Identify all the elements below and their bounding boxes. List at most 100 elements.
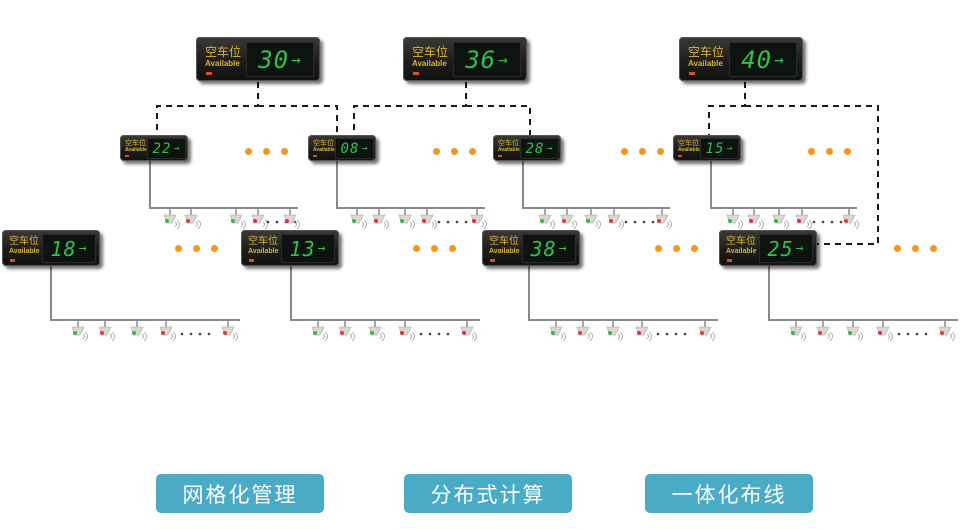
signal-wave-icon: [379, 331, 385, 342]
sensor-status-led: [848, 331, 852, 335]
sensor-status-led: [370, 331, 374, 335]
signal-wave-icon: [560, 331, 566, 342]
brand-mark: [498, 155, 502, 157]
sensor-ellipsis-dot: [633, 220, 637, 224]
signal-wave-icon: [174, 219, 180, 230]
dashed-link: [745, 105, 879, 245]
dashed-link: [156, 82, 259, 135]
sensor-bus: [149, 161, 298, 209]
led-panel: 28→: [520, 138, 559, 159]
sign-label-en: Available: [688, 59, 723, 68]
arrow-right-icon: →: [774, 50, 785, 69]
sensor-ellipsis-dot: [446, 220, 450, 224]
sign-label-cn: 空车位: [412, 45, 449, 59]
sensor-status-led: [352, 219, 356, 223]
signal-wave-icon: [82, 331, 88, 342]
sensor-status-led: [657, 219, 661, 223]
sensor-ellipsis-dot: [207, 332, 211, 336]
brand-mark: [689, 72, 695, 75]
brand-mark: [10, 259, 15, 262]
more-signs-ellipsis-icon: [433, 148, 476, 155]
available-count: 38: [530, 236, 557, 261]
sensor-ellipsis-dot: [651, 220, 655, 224]
sensor-ellipsis-dot: [266, 220, 270, 224]
brand-mark: [727, 259, 732, 262]
sensor-status-led: [253, 219, 257, 223]
led-panel: 22→: [147, 138, 186, 159]
signal-wave-icon: [618, 219, 624, 230]
sensor-status-led: [100, 331, 104, 335]
sensor-ellipsis-dot: [624, 220, 628, 224]
signal-wave-icon: [361, 219, 367, 230]
brand-mark: [125, 155, 129, 157]
sensor-status-led: [223, 331, 227, 335]
sensor-ellipsis-dot: [642, 220, 646, 224]
sensor-bus: [50, 266, 240, 321]
brand-mark: [490, 259, 495, 262]
sensor-status-led: [878, 331, 882, 335]
sensor-ellipsis-dot: [924, 332, 928, 336]
signal-wave-icon: [262, 219, 268, 230]
sensor-status-led: [165, 219, 169, 223]
brand-mark: [313, 155, 317, 157]
available-count: 08: [340, 140, 360, 157]
sensor-status-led: [844, 219, 848, 223]
signal-wave-icon: [383, 219, 389, 230]
led-panel: 38→: [522, 234, 576, 263]
sensor-status-led: [186, 219, 190, 223]
sensor-ellipsis-dot: [821, 220, 825, 224]
sensor-ellipsis-dot: [437, 332, 441, 336]
distributed-computing-button[interactable]: 分布式计算: [404, 474, 572, 513]
sign-label-en: Available: [125, 147, 147, 153]
grid-management-button[interactable]: 网格化管理: [156, 474, 324, 513]
signal-wave-icon: [141, 331, 147, 342]
sign-label-en: Available: [678, 147, 700, 153]
sensor-bus: [290, 266, 480, 321]
led-panel: 36→: [453, 42, 521, 77]
sensor-status-led: [728, 219, 732, 223]
sensor-ellipsis-dot: [189, 332, 193, 336]
sensor-status-led: [797, 219, 801, 223]
sensor-bus: [522, 161, 670, 209]
sensor-ellipsis-dot: [683, 332, 687, 336]
more-signs-ellipsis-icon: [621, 148, 664, 155]
sign-label-cn: 空车位: [9, 236, 39, 247]
signal-wave-icon: [294, 219, 300, 230]
sign-label-cn: 空车位: [678, 139, 699, 147]
arrow-right-icon: →: [78, 241, 88, 256]
available-count: 40: [741, 45, 773, 74]
sign-label-en: Available: [498, 147, 520, 153]
signal-wave-icon: [240, 219, 246, 230]
sign-label-en: Available: [489, 248, 520, 255]
sensor-ellipsis-dot: [437, 220, 441, 224]
available-count: 18: [50, 236, 77, 261]
sensor-status-led: [400, 219, 404, 223]
sensor-status-led: [161, 331, 165, 335]
sensor-status-led: [285, 219, 289, 223]
arrow-right-icon: →: [498, 50, 509, 69]
brand-mark: [413, 72, 419, 75]
led-panel: 15→: [700, 138, 739, 159]
available-count: 13: [289, 236, 316, 261]
signal-wave-icon: [666, 219, 672, 230]
signal-wave-icon: [853, 219, 859, 230]
arrow-right-icon: →: [361, 143, 369, 154]
sensor-ellipsis-dot: [665, 332, 669, 336]
sensor-status-led: [940, 331, 944, 335]
arrow-right-icon: →: [291, 50, 302, 69]
arrow-right-icon: →: [726, 143, 734, 154]
available-count: 22: [152, 140, 172, 157]
integrated-wiring-button[interactable]: 一体化布线: [645, 474, 813, 513]
sensor-status-led: [749, 219, 753, 223]
arrow-right-icon: →: [173, 143, 181, 154]
available-count: 15: [705, 140, 725, 157]
sensor-ellipsis-dot: [915, 332, 919, 336]
sensor-status-led: [578, 331, 582, 335]
